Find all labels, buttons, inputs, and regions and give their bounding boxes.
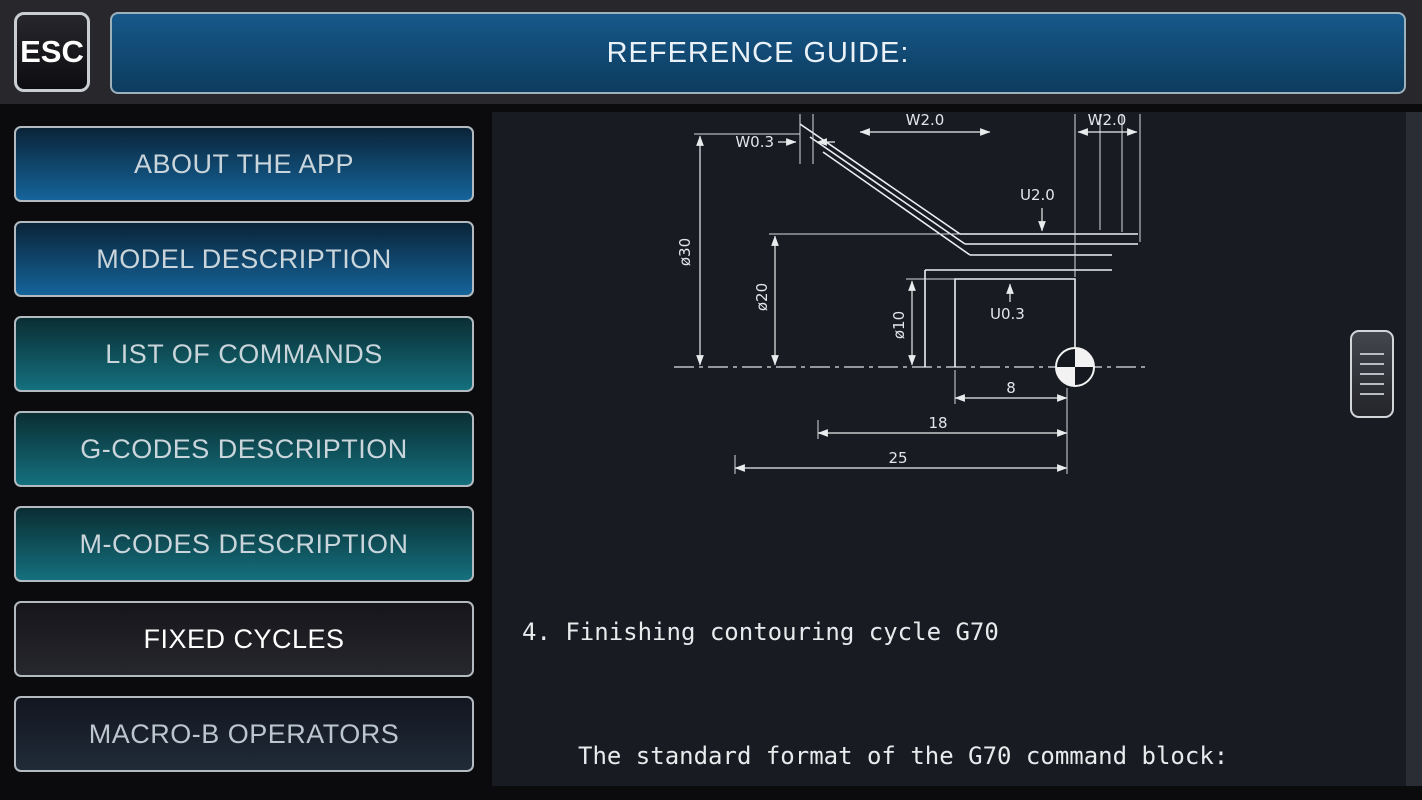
content-panel: W0.3 W2.0 W2.0 U2.0 U0.3 ø30 ø20 ø10 8 1…	[492, 112, 1422, 786]
dimension-lines	[696, 128, 1138, 472]
label-w20-right: W2.0	[1088, 112, 1127, 129]
page-title: REFERENCE GUIDE:	[110, 12, 1406, 94]
sidebar-item-g-codes-description[interactable]: G-CODES DESCRIPTION	[14, 411, 474, 487]
sidebar-item-macro-b-operators[interactable]: MACRO-B OPERATORS	[14, 696, 474, 772]
datum-target-icon	[1055, 347, 1095, 387]
label-w20-left: W2.0	[906, 112, 945, 129]
label-dia20: ø20	[753, 283, 771, 311]
format-line: The standard format of the G70 command b…	[578, 742, 1229, 770]
sidebar-item-fixed-cycles[interactable]: FIXED CYCLES	[14, 601, 474, 677]
label-u03: U0.3	[990, 305, 1025, 323]
label-dim25: 25	[888, 449, 907, 467]
scrollbar-track[interactable]	[1406, 112, 1422, 786]
sidebar-item-m-codes-description[interactable]: M-CODES DESCRIPTION	[14, 506, 474, 582]
top-bar: ESC REFERENCE GUIDE:	[0, 0, 1422, 104]
label-dia30: ø30	[676, 238, 694, 266]
sidebar: ABOUT THE APP MODEL DESCRIPTION LIST OF …	[14, 126, 482, 791]
sidebar-item-model-description[interactable]: MODEL DESCRIPTION	[14, 221, 474, 297]
label-dim18: 18	[928, 414, 947, 432]
sidebar-item-list-of-commands[interactable]: LIST OF COMMANDS	[14, 316, 474, 392]
scrollbar-handle[interactable]	[1350, 330, 1394, 418]
part-contour	[799, 123, 1138, 367]
label-u20: U2.0	[1020, 186, 1055, 204]
label-dia10: ø10	[890, 311, 908, 339]
section-title: 4. Finishing contouring cycle G70	[522, 618, 999, 646]
technical-drawing: W0.3 W2.0 W2.0 U2.0 U0.3 ø30 ø20 ø10 8 1…	[674, 112, 1146, 474]
label-dim8: 8	[1006, 379, 1016, 397]
sidebar-item-about-the-app[interactable]: ABOUT THE APP	[14, 126, 474, 202]
esc-button[interactable]: ESC	[14, 12, 90, 92]
label-w03: W0.3	[735, 133, 774, 151]
reference-text: 4. Finishing contouring cycle G70 The st…	[522, 540, 1402, 786]
